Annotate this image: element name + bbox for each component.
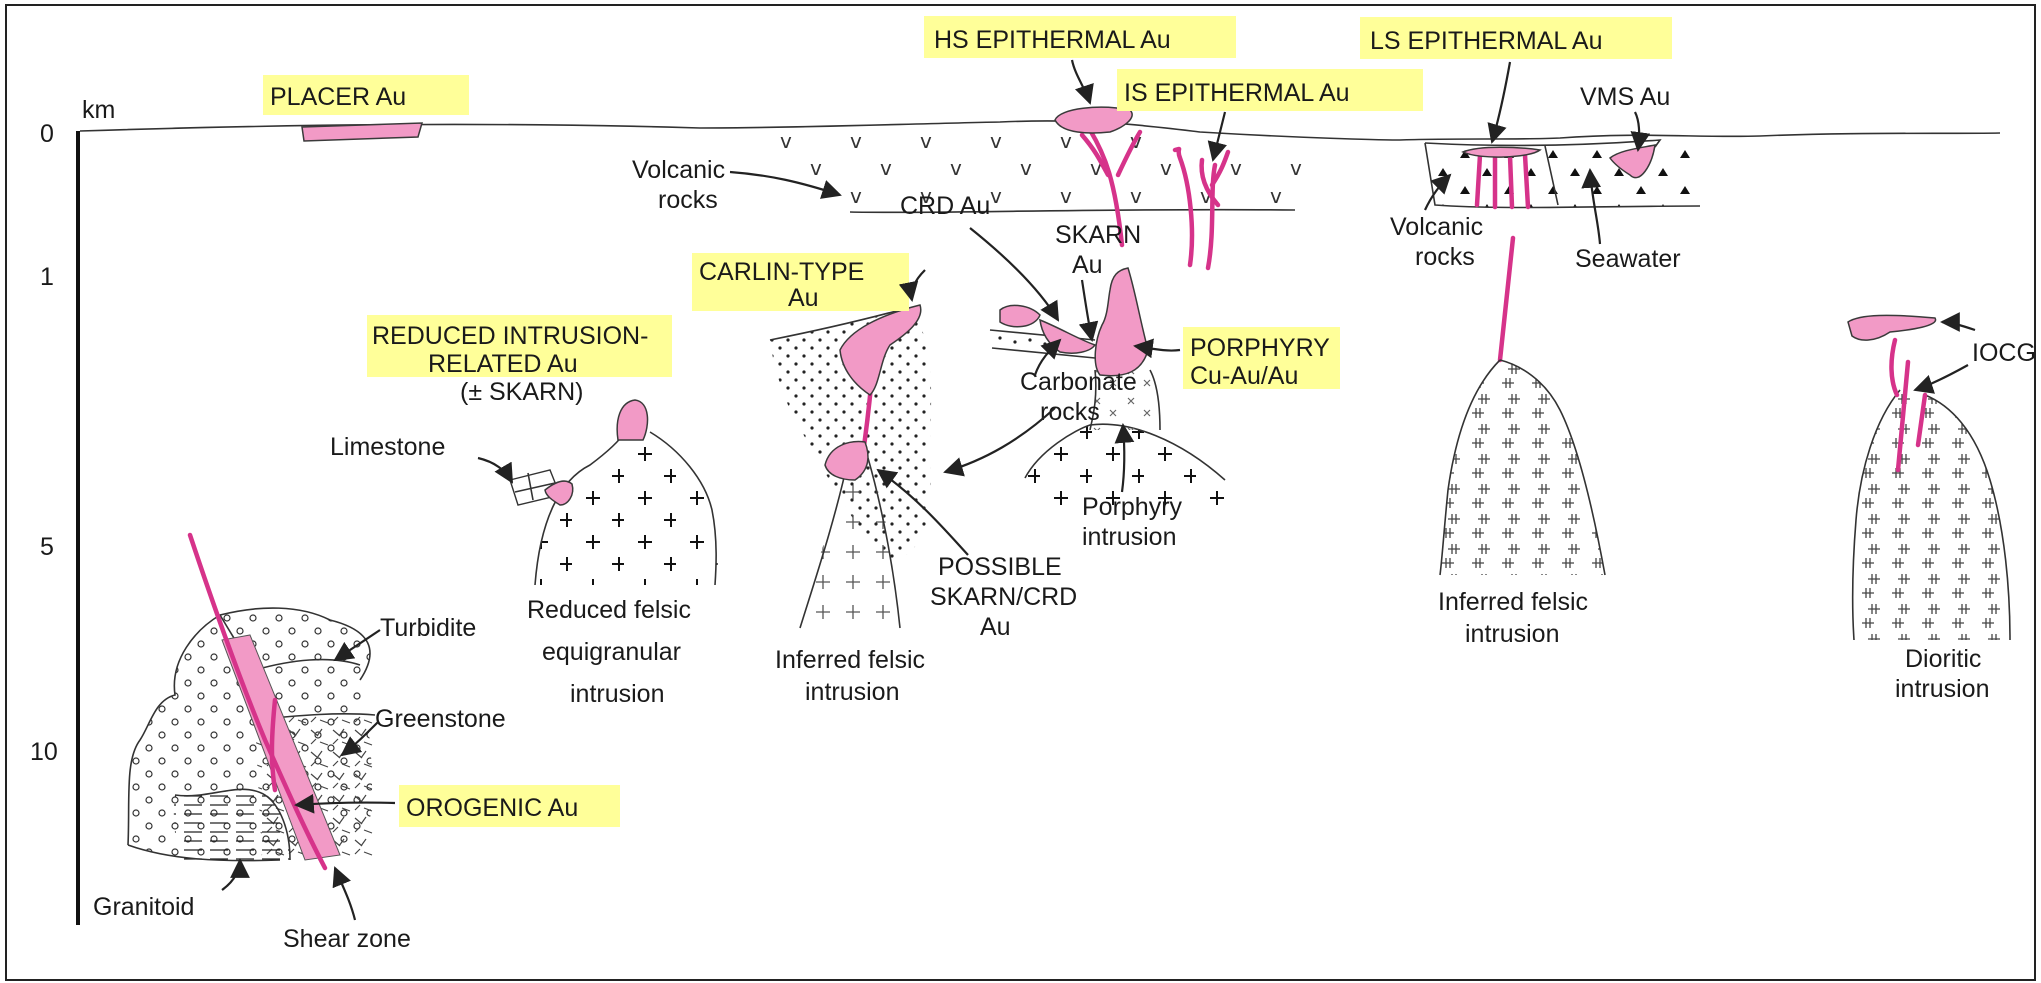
svg-text:(± SKARN): (± SKARN) <box>460 378 583 406</box>
orogenic-block <box>128 535 376 868</box>
tick-10: 10 <box>30 738 58 766</box>
svg-text:v: v <box>1020 156 1032 180</box>
ls-epithermal-label: LS EPITHERMAL Au <box>1360 17 1672 59</box>
svg-text:Reduced felsic: Reduced felsic <box>527 596 691 624</box>
svg-text:OROGENIC Au: OROGENIC Au <box>406 794 578 822</box>
svg-text:rocks: rocks <box>658 186 718 214</box>
svg-text:v: v <box>880 156 892 180</box>
svg-text:Volcanic: Volcanic <box>632 156 725 184</box>
svg-text:v: v <box>1060 184 1072 208</box>
svg-text:v: v <box>950 156 962 180</box>
inferred-felsic-label-1: Inferred felsic intrusion <box>775 646 925 706</box>
shear-zone-label: Shear zone <box>283 925 411 953</box>
svg-text:HS EPITHERMAL Au: HS EPITHERMAL Au <box>934 26 1171 54</box>
svg-text:SKARN: SKARN <box>1055 221 1141 249</box>
svg-text:Au: Au <box>788 284 819 312</box>
svg-text:LS EPITHERMAL Au: LS EPITHERMAL Au <box>1370 27 1603 55</box>
svg-text:equigranular: equigranular <box>542 638 681 666</box>
svg-text:Cu-Au/Au: Cu-Au/Au <box>1190 362 1298 390</box>
svg-text:intrusion: intrusion <box>1465 620 1560 648</box>
placer-label: PLACER Au <box>263 75 469 115</box>
reduced-intrusion-label: REDUCED INTRUSION- RELATED Au (± SKARN) <box>367 315 672 406</box>
svg-text:v: v <box>850 184 862 208</box>
porphyry-label: PORPHYRY Cu-Au/Au <box>1183 327 1340 390</box>
svg-text:rocks: rocks <box>1415 243 1475 271</box>
svg-text:intrusion: intrusion <box>1082 523 1177 551</box>
reduced-felsic-label: Reduced felsic equigranular intrusion <box>527 596 691 708</box>
inferred-felsic-label-2: Inferred felsic intrusion <box>1438 588 1588 648</box>
svg-text:Inferred felsic: Inferred felsic <box>1438 588 1588 616</box>
is-epithermal-deposit <box>1175 149 1228 268</box>
svg-text:Volcanic: Volcanic <box>1390 213 1483 241</box>
svg-text:REDUCED INTRUSION-: REDUCED INTRUSION- <box>372 322 648 350</box>
porphyry-intrusion-label: Porphyry intrusion <box>1082 493 1183 551</box>
svg-text:SKARN/CRD: SKARN/CRD <box>930 583 1077 611</box>
svg-text:Inferred felsic: Inferred felsic <box>775 646 925 674</box>
svg-text:Au: Au <box>980 613 1011 641</box>
porphyry-skarn-crd-deposits <box>1000 268 1148 376</box>
svg-text:v: v <box>850 129 862 153</box>
svg-text:v: v <box>1270 184 1282 208</box>
svg-text:CARLIN-TYPE: CARLIN-TYPE <box>699 258 864 286</box>
dioritic-intrusion <box>1853 390 2010 640</box>
svg-text:v: v <box>990 129 1002 153</box>
svg-text:v: v <box>990 184 1002 208</box>
svg-text:v: v <box>810 156 822 180</box>
carlin-type-label: CARLIN-TYPE Au <box>692 253 909 312</box>
iocg-label: IOCG <box>1972 339 2036 367</box>
svg-text:intrusion: intrusion <box>1895 675 1990 703</box>
svg-text:Carbonate: Carbonate <box>1020 368 1137 396</box>
svg-text:v: v <box>1130 184 1142 208</box>
svg-text:Dioritic: Dioritic <box>1905 645 1981 673</box>
possible-skarn-crd-label: POSSIBLE SKARN/CRD Au <box>930 553 1077 641</box>
tick-1: 1 <box>40 263 54 291</box>
svg-text:Au: Au <box>1072 251 1103 279</box>
vms-label: VMS Au <box>1580 83 1670 111</box>
tick-0: 0 <box>40 120 54 148</box>
svg-text:intrusion: intrusion <box>805 678 900 706</box>
volcanic-rocks-label-1: Volcanic rocks <box>632 156 725 214</box>
limestone-label: Limestone <box>330 433 445 461</box>
svg-text:v: v <box>1060 129 1072 153</box>
volcanic-rocks-label-2: Volcanic rocks <box>1390 213 1483 271</box>
orogenic-label: OROGENIC Au <box>399 785 620 827</box>
crd-label: CRD Au <box>900 192 990 220</box>
depth-axis: km 0 1 5 10 <box>30 96 115 925</box>
greenstone-label: Greenstone <box>375 705 506 733</box>
svg-text:v: v <box>1230 156 1242 180</box>
svg-text:RELATED Au: RELATED Au <box>428 350 578 378</box>
placer-deposit <box>302 123 422 141</box>
svg-text:v: v <box>780 129 792 153</box>
axis-unit: km <box>82 96 115 124</box>
svg-text:intrusion: intrusion <box>570 680 665 708</box>
svg-text:PLACER Au: PLACER Au <box>270 83 406 111</box>
granitoid-label: Granitoid <box>93 893 194 921</box>
svg-text:PORPHYRY: PORPHYRY <box>1190 334 1330 362</box>
hs-epithermal-label: HS EPITHERMAL Au <box>924 16 1236 58</box>
turbidite-label: Turbidite <box>380 614 476 642</box>
is-epithermal-label: IS EPITHERMAL Au <box>1117 69 1423 111</box>
seawater-label: Seawater <box>1575 245 1681 273</box>
svg-text:v: v <box>920 129 932 153</box>
svg-text:v: v <box>1290 156 1302 180</box>
svg-text:v: v <box>1160 156 1172 180</box>
inferred-felsic-intrusion-2 <box>1440 360 1605 575</box>
svg-text:POSSIBLE: POSSIBLE <box>938 553 1062 581</box>
svg-text:IS EPITHERMAL Au: IS EPITHERMAL Au <box>1124 79 1350 107</box>
svg-text:Porphyry: Porphyry <box>1082 493 1183 521</box>
dioritic-label: Dioritic intrusion <box>1895 645 1990 703</box>
reduced-felsic-intrusion <box>510 430 718 585</box>
tick-5: 5 <box>40 533 54 561</box>
